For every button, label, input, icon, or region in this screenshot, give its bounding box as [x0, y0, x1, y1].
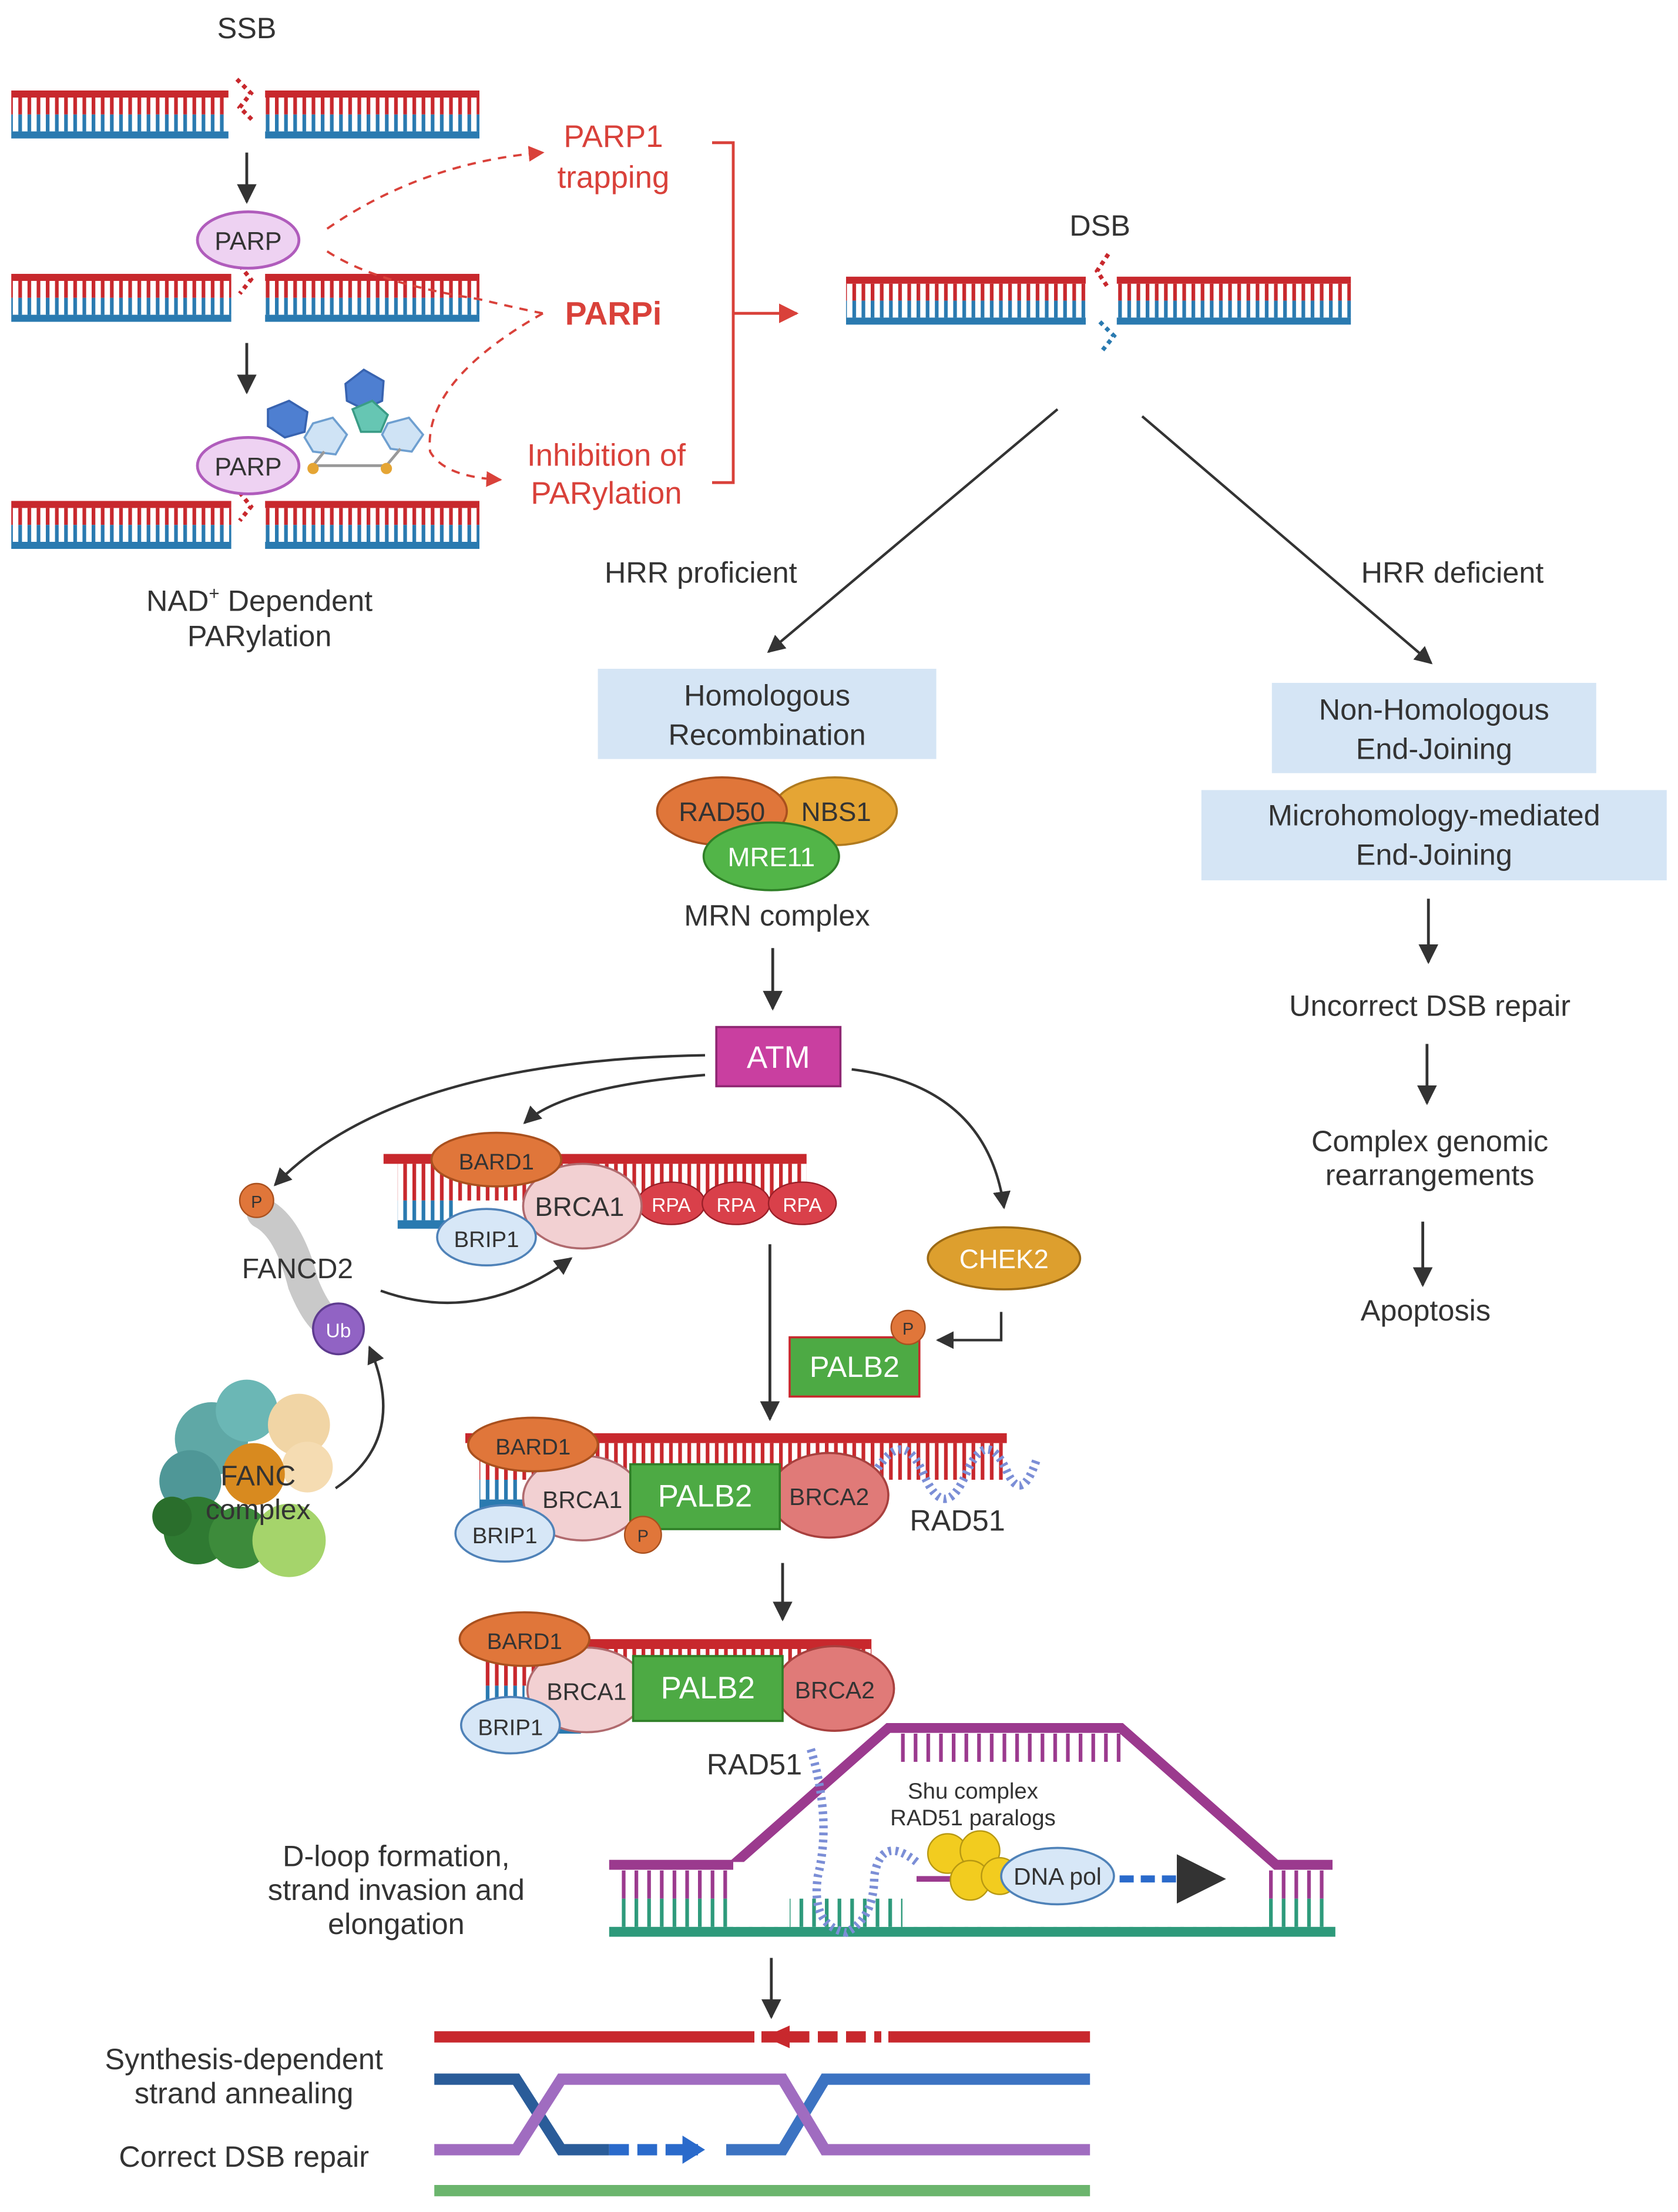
phosphate-label-1: P	[251, 1193, 262, 1212]
bard1-protein-3	[458, 1611, 590, 1667]
dna-pol-protein	[1000, 1846, 1115, 1906]
inhibition-label-2: PARylation	[531, 476, 682, 511]
brip1-label-2: BRIP1	[472, 1523, 538, 1549]
parp-label-2: PARP	[214, 453, 281, 481]
d-loop-structure	[609, 1723, 1335, 1937]
rpa-protein-3	[767, 1181, 837, 1225]
palb2-box-2	[629, 1463, 781, 1530]
mmej-label: Microhomology-mediated	[1268, 798, 1600, 832]
brca1-protein-1	[522, 1162, 643, 1250]
bard1-protein-2	[467, 1416, 599, 1473]
fancd2-label: FANCD2	[242, 1254, 353, 1285]
shu-complex-label-2: RAD51 paralogs	[890, 1805, 1056, 1831]
complex-rearrangements-label: Complex genomic	[1311, 1124, 1548, 1158]
fanc-complex-icon	[152, 1379, 333, 1577]
brca1-label-3: BRCA1	[546, 1678, 626, 1705]
correct-repair-label: Correct DSB repair	[119, 2140, 369, 2173]
rad51-label-2: RAD51	[707, 1748, 802, 1781]
nhej-box	[1271, 683, 1596, 773]
atm-label: ATM	[747, 1040, 810, 1075]
parpi-label: PARPi	[565, 295, 662, 331]
inhibition-label: Inhibition of	[527, 438, 686, 472]
bard1-protein-1	[430, 1131, 562, 1188]
hr-label: Homologous	[684, 678, 850, 712]
apoptosis-label: Apoptosis	[1361, 1293, 1491, 1327]
rpa-label-1: RPA	[652, 1195, 691, 1216]
palb2-label-1: PALB2	[810, 1350, 900, 1383]
dna-duplex-ssb	[11, 78, 479, 142]
rad51-label-1: RAD51	[910, 1503, 1005, 1537]
mmej-label-2: End-Joining	[1356, 838, 1512, 872]
brip1-protein-3	[460, 1695, 561, 1755]
dloop-label: D-loop formation,	[283, 1839, 509, 1873]
phosphate-icon-3	[623, 1516, 662, 1554]
bard1-label-3: BARD1	[487, 1629, 562, 1654]
parp-protein-1	[196, 210, 301, 270]
complex-rearrangements-label-2: rearrangements	[1325, 1158, 1535, 1191]
dna-pol-label: DNA pol	[1013, 1863, 1102, 1890]
brip1-protein-2	[454, 1504, 555, 1563]
parp1-trapping-label: PARP1	[563, 119, 663, 154]
parp-protein-2	[196, 435, 301, 495]
phosphate-icon-2	[890, 1309, 926, 1345]
brip1-protein-1	[436, 1208, 537, 1266]
palb2-box-1	[788, 1336, 921, 1398]
fanc-complex-label-2: complex	[206, 1494, 311, 1526]
hrr-proficient-label: HRR proficient	[605, 556, 797, 589]
brca1-label-2: BRCA1	[542, 1486, 622, 1513]
chek2-protein	[927, 1226, 1082, 1291]
bard1-label-1: BARD1	[459, 1149, 534, 1175]
parp-inhibitor-molecule-icon	[267, 368, 425, 474]
brip1-label-1: BRIP1	[454, 1227, 519, 1252]
uncorrect-repair-label: Uncorrect DSB repair	[1289, 988, 1570, 1022]
dna-duplex-parp	[11, 264, 479, 325]
hr-label-2: Recombination	[669, 718, 866, 752]
mre11-label: MRE11	[727, 842, 815, 872]
palb2-label-2: PALB2	[658, 1479, 752, 1514]
atm-box	[715, 1025, 842, 1088]
dsb-label: DSB	[1069, 209, 1130, 242]
brip1-label-3: BRIP1	[478, 1715, 543, 1740]
hrr-deficient-label: HRR deficient	[1361, 556, 1544, 589]
dloop-label-2: strand invasion and	[268, 1873, 525, 1906]
rpa-label-3: RPA	[783, 1195, 822, 1216]
bard1-label-2: BARD1	[495, 1435, 570, 1460]
dloop-label-3: elongation	[328, 1907, 465, 1940]
brca2-label-2: BRCA2	[795, 1677, 875, 1704]
palb2-box-3	[632, 1655, 784, 1722]
nad-dependent-parylation-label-2: PARylation	[187, 619, 332, 653]
phosphate-icon-1	[239, 1182, 274, 1218]
parp-label-1: PARP	[214, 227, 281, 256]
fanc-complex-label: FANC	[220, 1461, 296, 1492]
ubiquitin-icon	[312, 1302, 365, 1356]
homologous-recombination-box	[598, 669, 937, 759]
palb2-label-3: PALB2	[661, 1671, 755, 1705]
nhej-label-2: End-Joining	[1356, 732, 1512, 766]
rpa-label-2: RPA	[717, 1195, 756, 1216]
sdsa-label: Synthesis-dependent	[105, 2042, 382, 2076]
mrn-complex-label: MRN complex	[684, 899, 870, 932]
brca1-label-1: BRCA1	[535, 1192, 624, 1222]
shu-complex-label: Shu complex	[908, 1778, 1038, 1804]
rad50-label: RAD50	[679, 797, 765, 827]
phosphate-label-3: P	[637, 1527, 649, 1546]
nhej-label: Non-Homologous	[1319, 692, 1549, 726]
ubiquitin-label: Ub	[326, 1321, 351, 1342]
dna-duplex-dsb	[846, 253, 1351, 351]
ssb-label: SSB	[217, 11, 277, 45]
dna-duplex-parylation	[11, 491, 479, 552]
brca2-label-1: BRCA2	[789, 1483, 869, 1510]
sdsa-label-2: strand annealing	[135, 2076, 354, 2110]
sdsa-final-strands	[434, 2025, 1090, 2197]
phosphate-label-2: P	[902, 1320, 914, 1339]
shu-complex-icon	[927, 1830, 1019, 1901]
mmej-box	[1201, 790, 1667, 880]
mre11-protein	[702, 821, 840, 891]
nad-dependent-parylation-label: NAD+ Dependent	[146, 583, 372, 617]
chek2-label: CHEK2	[959, 1244, 1049, 1274]
parp1-trapping-label-2: trapping	[558, 160, 670, 195]
nbs1-label: NBS1	[801, 797, 871, 827]
